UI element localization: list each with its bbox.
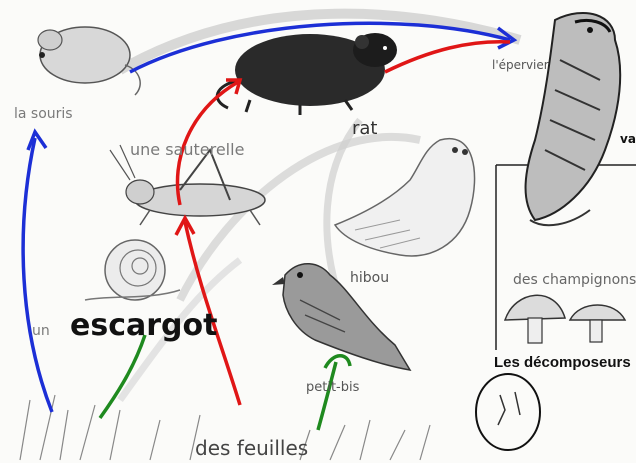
label-sparrow: petit-bis <box>306 380 359 395</box>
label-mouse: la souris <box>14 106 73 122</box>
blue-arrowhead-mouse <box>28 132 46 150</box>
magnifier-contents <box>498 392 520 425</box>
hawk-illustration <box>526 13 621 225</box>
label-hawk: l'épervier <box>492 58 549 72</box>
label-snail: escargot <box>70 308 217 343</box>
label-decomposers: Les décomposeurs <box>494 354 631 371</box>
label-mushrooms: des champignons <box>513 272 636 288</box>
label-snail-article: un <box>32 323 50 339</box>
green-arrow-leaves-to-sparrow <box>318 362 336 430</box>
label-owl: hibou <box>350 270 389 286</box>
cut-edge-text: va <box>620 132 636 146</box>
mouse-illustration <box>38 27 140 95</box>
label-leaves: des feuilles <box>195 436 308 460</box>
blue-arrow-leaves-to-mouse <box>23 138 52 412</box>
label-grasshopper: une sauterelle <box>130 140 244 159</box>
mushrooms-illustration <box>505 295 625 343</box>
label-rat: rat <box>352 118 378 139</box>
snail-illustration <box>85 240 180 300</box>
rat-illustration <box>217 33 397 115</box>
magnifier-circle <box>476 374 540 450</box>
green-arrowhead-sparrow <box>325 356 350 368</box>
owl-illustration <box>335 139 475 256</box>
